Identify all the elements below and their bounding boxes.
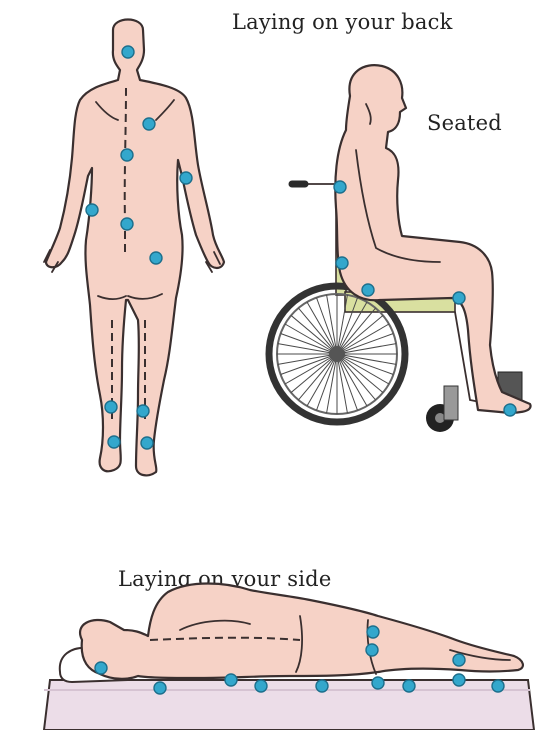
pressure-point [150,252,162,264]
figure-seated [335,65,530,413]
pressure-point [316,680,328,692]
pressure-point [141,437,153,449]
pressure-point [180,172,192,184]
pressure-point [86,204,98,216]
pressure-point [453,292,465,304]
pressure-point [137,405,149,417]
pressure-point [154,682,166,694]
pressure-point [492,680,504,692]
pressure-point [121,149,133,161]
pressure-point [334,181,346,193]
pressure-point [504,404,516,416]
pressure-point [143,118,155,130]
pressure-point [225,674,237,686]
pressure-point [367,626,379,638]
pressure-point [255,680,267,692]
pressure-point [108,436,120,448]
pressure-point [453,674,465,686]
pressure-point [95,662,107,674]
pressure-point [122,46,134,58]
pressure-point [336,257,348,269]
pressure-point [121,218,133,230]
pressure-point [453,654,465,666]
mattress [44,680,534,730]
pressure-point [403,680,415,692]
pressure-point [366,644,378,656]
pressure-point [362,284,374,296]
pressure-point [372,677,384,689]
figure-back-view [44,20,224,476]
pressure-point [105,401,117,413]
